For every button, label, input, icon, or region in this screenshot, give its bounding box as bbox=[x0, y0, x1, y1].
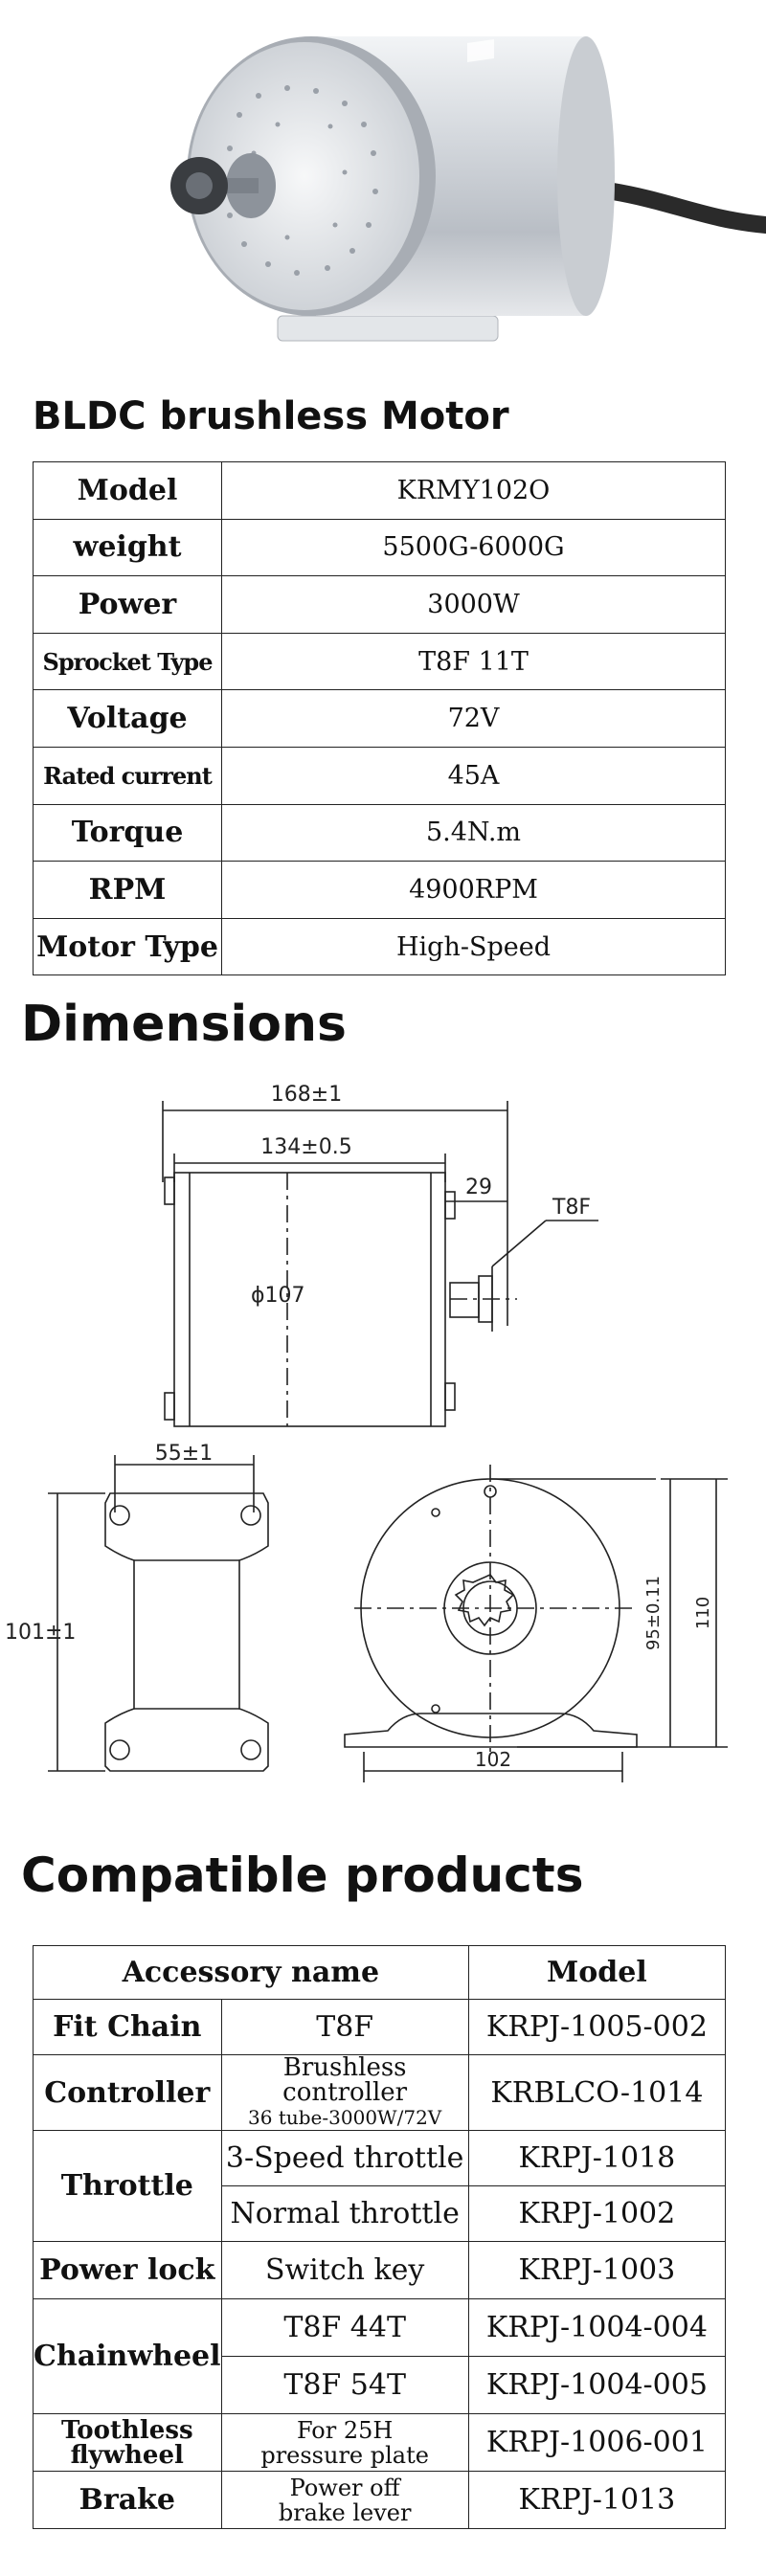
spec-label: weight bbox=[33, 518, 222, 577]
accessory-desc: Switch key bbox=[220, 2241, 469, 2299]
accessory-name: Toothless bbox=[60, 2415, 193, 2445]
accessory-desc: Power off bbox=[289, 2474, 400, 2501]
accessory-desc-sub: pressure plate bbox=[260, 2441, 429, 2469]
accessory-desc: Normal throttle bbox=[220, 2185, 469, 2242]
base-front-view-drawing: 55±1 101±1 95±0.11 110 102 bbox=[5, 1442, 728, 1782]
accessory-name: Throttle bbox=[33, 2130, 222, 2242]
accessory-name: Chainwheel bbox=[33, 2298, 222, 2414]
accessory-desc-sub: 36 tube-3000W/72V bbox=[248, 2106, 442, 2129]
table-header-row: Accessory name Model bbox=[33, 1945, 727, 2000]
accessory-name: Power lock bbox=[33, 2241, 222, 2299]
accessory-desc: 3-Speed throttle bbox=[220, 2130, 469, 2186]
compatible-products-table: Accessory name Model Fit Chain T8F KRPJ-… bbox=[33, 1945, 727, 2529]
table-row: Power lock Switch key KRPJ-1003 bbox=[33, 2241, 727, 2299]
spec-label: Model bbox=[33, 461, 222, 520]
spec-label: Motor Type bbox=[33, 917, 222, 976]
table-row: Normal throttle KRPJ-1002 bbox=[34, 2185, 727, 2242]
dim-total-length: 168±1 bbox=[271, 1083, 342, 1107]
dimensions-section-title: Dimensions bbox=[21, 996, 347, 1053]
accessory-model: KRPJ-1006-001 bbox=[467, 2413, 727, 2472]
accessory-model: KRPJ-1003 bbox=[467, 2241, 727, 2299]
side-view-drawing: 168±1 134±0.5 29 T8F ϕ107 bbox=[162, 1083, 598, 1427]
accessory-model: KRPJ-1013 bbox=[467, 2471, 727, 2529]
dim-diameter: ϕ107 bbox=[251, 1284, 305, 1308]
spec-label: Power bbox=[33, 575, 222, 634]
spec-value: KRMY102O bbox=[221, 461, 726, 520]
accessory-desc: Brushless controller bbox=[282, 2053, 408, 2107]
accessory-desc: For 25H bbox=[296, 2416, 394, 2444]
accessory-desc: T8F bbox=[220, 1999, 469, 2055]
spec-value: 4900RPM bbox=[221, 861, 726, 919]
spec-value: T8F 11T bbox=[221, 632, 726, 691]
compatible-section-title: Compatible products bbox=[21, 1848, 584, 1903]
spec-section-title: BLDC brushless Motor bbox=[33, 394, 509, 438]
accessory-desc-sub: brake lever bbox=[278, 2498, 412, 2526]
spec-value: 72V bbox=[221, 689, 726, 748]
dim-sprocket: T8F bbox=[552, 1196, 591, 1220]
spec-value: 45A bbox=[221, 746, 726, 805]
accessory-desc: T8F 44T bbox=[220, 2298, 469, 2357]
accessory-name: Brake bbox=[33, 2471, 222, 2529]
spec-value: 3000W bbox=[221, 575, 726, 634]
table-row: Fit Chain T8F KRPJ-1005-002 bbox=[33, 1999, 727, 2055]
accessory-name: Fit Chain bbox=[33, 1999, 222, 2055]
header-model: Model bbox=[467, 1945, 727, 2000]
dim-base-width: 55±1 bbox=[155, 1442, 213, 1466]
spec-label: Rated current bbox=[33, 746, 222, 805]
dim-base-length: 101±1 bbox=[5, 1621, 76, 1645]
table-row: Chainwheel T8F 44T KRPJ-1004-004 bbox=[33, 2298, 727, 2414]
spec-value: 5500G-6000G bbox=[221, 518, 726, 577]
spec-label: Torque bbox=[33, 803, 222, 862]
dim-total-height: 110 bbox=[693, 1597, 713, 1629]
dim-center-height: 95±0.11 bbox=[643, 1576, 664, 1650]
spec-label: Sprocket Type bbox=[33, 632, 222, 691]
accessory-name-sub: flywheel bbox=[70, 2440, 184, 2470]
spec-value: 5.4N.m bbox=[221, 803, 726, 862]
header-accessory-name: Accessory name bbox=[33, 1945, 469, 2000]
spec-value: High-Speed bbox=[221, 917, 726, 976]
accessory-model: KRPJ-1004-005 bbox=[467, 2356, 727, 2414]
accessory-model: KRPJ-1005-002 bbox=[467, 1999, 727, 2055]
accessory-name: Controller bbox=[33, 2054, 222, 2131]
accessory-desc: T8F 54T bbox=[220, 2356, 469, 2414]
accessory-model: KRPJ-1004-004 bbox=[467, 2298, 727, 2357]
dim-shaft-length: 29 bbox=[465, 1176, 492, 1199]
dim-foot-width: 102 bbox=[475, 1748, 511, 1771]
spec-label: RPM bbox=[33, 861, 222, 919]
dim-body-length: 134±0.5 bbox=[260, 1135, 351, 1159]
accessory-model: KRBLCO-1014 bbox=[467, 2054, 727, 2131]
motor-photo bbox=[170, 36, 766, 342]
spec-label: Voltage bbox=[33, 689, 222, 748]
table-row: Throttle 3-Speed throttle KRPJ-1018 bbox=[33, 2130, 727, 2242]
accessory-model: KRPJ-1018 bbox=[467, 2130, 727, 2186]
accessory-model: KRPJ-1002 bbox=[467, 2185, 727, 2242]
table-row: T8F 54T KRPJ-1004-005 bbox=[34, 2356, 727, 2414]
